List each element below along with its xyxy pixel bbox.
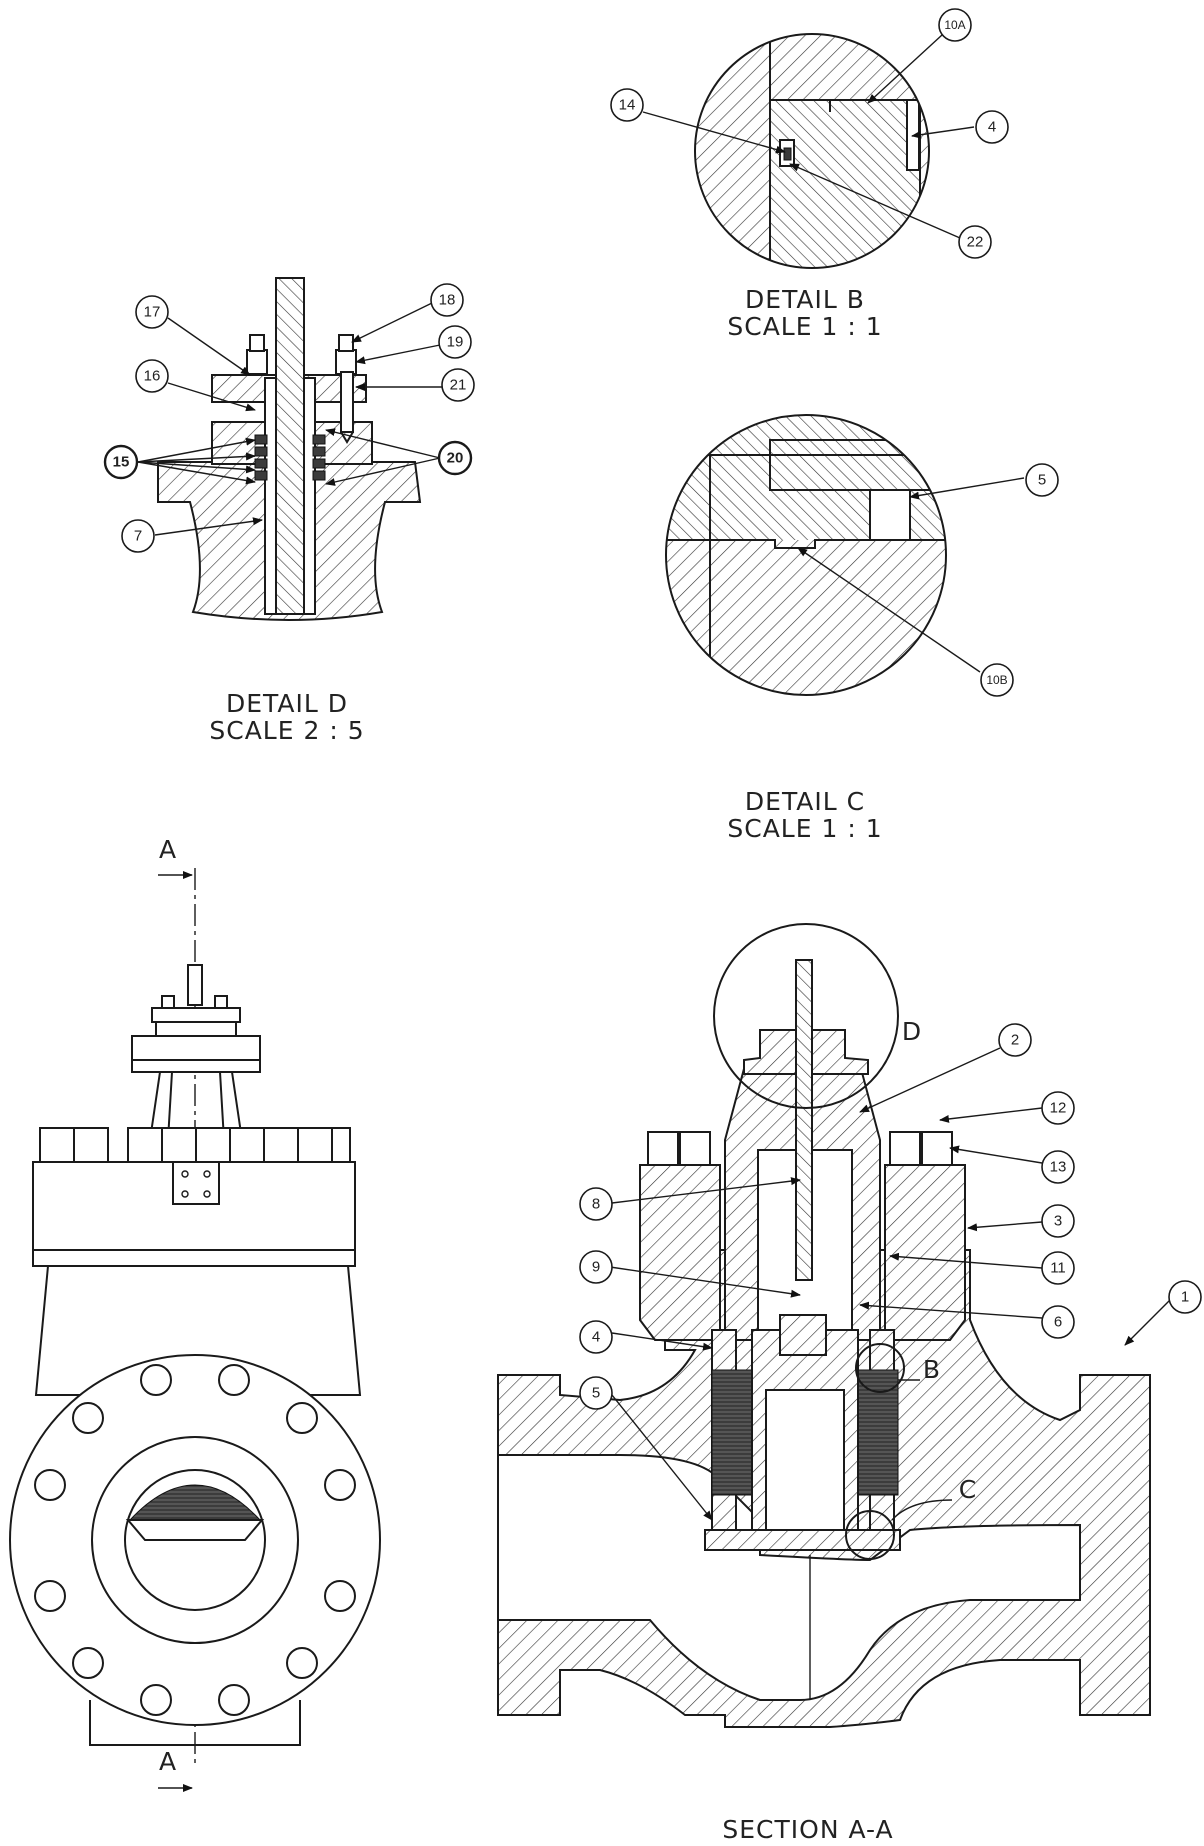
bonnet-nut-row bbox=[39, 1127, 351, 1163]
detail-d-scale: SCALE 2 : 5 bbox=[209, 716, 364, 745]
balloon-19: 19 bbox=[438, 325, 472, 359]
detail-c-view: 5 10B DETAIL C SCALE 1 : 1 bbox=[665, 414, 1059, 843]
packing-rings bbox=[254, 434, 326, 481]
balloon-4-section: 4 bbox=[579, 1320, 613, 1354]
svg-text:12: 12 bbox=[1050, 1100, 1067, 1117]
balloon-8: 8 bbox=[579, 1187, 613, 1221]
balloon-14: 14 bbox=[610, 88, 644, 122]
svg-text:4: 4 bbox=[592, 1329, 600, 1346]
section-arrow-top: A bbox=[158, 835, 193, 879]
balloon-5: 5 bbox=[1025, 463, 1059, 497]
detail-b-title: DETAIL B bbox=[745, 285, 865, 314]
svg-text:10B: 10B bbox=[986, 673, 1007, 687]
section-view: D B C 2 12 13 3 8 11 9 6 1 4 5 SECTION A… bbox=[497, 923, 1202, 1844]
svg-text:14: 14 bbox=[619, 97, 636, 114]
svg-text:2: 2 bbox=[1011, 1032, 1019, 1049]
svg-text:5: 5 bbox=[1038, 472, 1046, 489]
balloon-16: 16 bbox=[135, 359, 169, 393]
balloon-9: 9 bbox=[579, 1250, 613, 1284]
svg-text:21: 21 bbox=[450, 377, 467, 394]
balloon-15: 15 bbox=[103, 444, 139, 480]
balloon-17: 17 bbox=[135, 295, 169, 329]
balloon-6: 6 bbox=[1041, 1305, 1075, 1339]
detail-b-scale: SCALE 1 : 1 bbox=[727, 312, 882, 341]
svg-text:4: 4 bbox=[988, 119, 996, 136]
svg-text:7: 7 bbox=[134, 528, 142, 545]
balloon-5-section: 5 bbox=[579, 1376, 613, 1410]
svg-text:3: 3 bbox=[1054, 1213, 1062, 1230]
balloon-3: 3 bbox=[1041, 1204, 1075, 1238]
svg-text:9: 9 bbox=[592, 1259, 600, 1276]
svg-text:13: 13 bbox=[1050, 1159, 1067, 1176]
svg-text:1: 1 bbox=[1181, 1289, 1189, 1306]
balloon-7: 7 bbox=[121, 519, 155, 553]
svg-text:16: 16 bbox=[144, 368, 161, 385]
svg-text:11: 11 bbox=[1050, 1260, 1066, 1277]
view-letter-d: D bbox=[902, 1017, 922, 1046]
balloon-12: 12 bbox=[1041, 1091, 1075, 1125]
balloon-18: 18 bbox=[430, 283, 464, 317]
detail-d-view: 17 18 19 16 21 15 20 7 DETAIL D SCALE 2 … bbox=[103, 277, 475, 745]
balloon-11: 11 bbox=[1041, 1251, 1075, 1285]
svg-text:6: 6 bbox=[1054, 1314, 1062, 1331]
svg-text:18: 18 bbox=[439, 292, 456, 309]
balloon-1: 1 bbox=[1168, 1280, 1202, 1314]
detail-b-view: 10A 14 4 22 DETAIL B SCALE 1 : 1 bbox=[610, 8, 1009, 341]
detail-c-title: DETAIL C bbox=[745, 787, 865, 816]
balloon-13: 13 bbox=[1041, 1150, 1075, 1184]
svg-text:10A: 10A bbox=[944, 18, 965, 32]
flange-bolt-holes bbox=[34, 1364, 356, 1716]
svg-text:22: 22 bbox=[967, 234, 984, 251]
balloon-10a: 10A bbox=[938, 8, 972, 42]
detail-d-title: DETAIL D bbox=[226, 689, 348, 718]
svg-text:15: 15 bbox=[113, 454, 130, 471]
balloon-10b: 10B bbox=[980, 663, 1014, 697]
front-view: A A bbox=[9, 835, 381, 1792]
svg-text:19: 19 bbox=[447, 334, 464, 351]
section-arrow-bottom: A bbox=[158, 1747, 193, 1792]
view-letter-c: C bbox=[959, 1475, 977, 1504]
svg-text:8: 8 bbox=[592, 1196, 600, 1213]
balloon-21: 21 bbox=[441, 368, 475, 402]
svg-text:20: 20 bbox=[447, 450, 464, 467]
svg-text:A: A bbox=[159, 835, 177, 864]
svg-text:17: 17 bbox=[144, 304, 161, 321]
svg-text:5: 5 bbox=[592, 1385, 600, 1402]
balloon-4: 4 bbox=[975, 110, 1009, 144]
balloon-20: 20 bbox=[437, 440, 473, 476]
balloon-22: 22 bbox=[958, 225, 992, 259]
detail-c-scale: SCALE 1 : 1 bbox=[727, 814, 882, 843]
svg-text:A: A bbox=[159, 1747, 177, 1776]
balloon-2: 2 bbox=[998, 1023, 1032, 1057]
section-title: SECTION A-A bbox=[722, 1815, 893, 1844]
view-letter-b: B bbox=[923, 1355, 941, 1384]
